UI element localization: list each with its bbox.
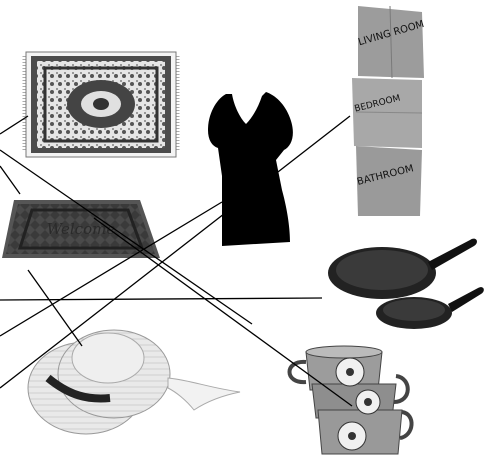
- black-dress-image: [208, 92, 293, 246]
- flower-mugs-image: [290, 346, 412, 454]
- frying-pans-image: [328, 239, 484, 329]
- connector-line: [0, 166, 20, 194]
- moving-boxes-image: LIVING ROOM BEDROOM BATHROOM: [352, 6, 426, 216]
- straw-hat-image: [28, 330, 240, 434]
- connector-line: [28, 270, 82, 346]
- persian-rug-image: [24, 52, 178, 157]
